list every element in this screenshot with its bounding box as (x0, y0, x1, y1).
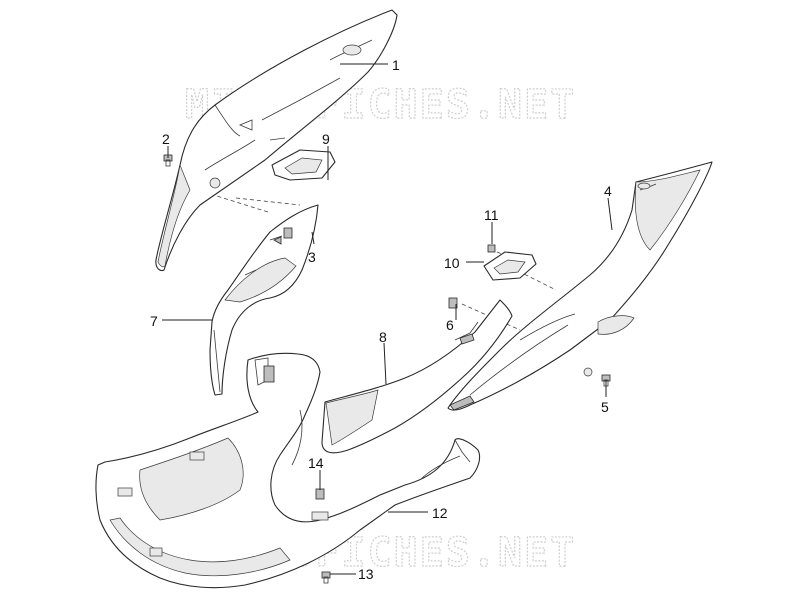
callout-4: 4 (604, 183, 612, 199)
callout-2: 2 (162, 131, 170, 147)
callout-labels: 1 2 3 4 5 6 7 8 9 10 11 12 13 14 (150, 57, 612, 582)
part-14-clip (315, 488, 325, 500)
part-13-screw (321, 571, 331, 584)
callout-10: 10 (444, 255, 460, 271)
part-6-clip (448, 297, 458, 309)
callout-12: 12 (432, 505, 448, 521)
part-4-rear-side-cover (447, 161, 713, 411)
callout-6: 6 (446, 317, 454, 333)
leader-lines (162, 63, 613, 575)
callout-14: 14 (308, 455, 324, 471)
part-11-nut (487, 244, 496, 253)
part-8-rear-inner-panel (321, 299, 513, 454)
callout-7: 7 (150, 313, 158, 329)
callout-5: 5 (601, 399, 609, 415)
callout-9: 9 (322, 131, 330, 147)
part-9-bracket (271, 149, 336, 181)
callout-3: 3 (308, 249, 316, 265)
part-1-front-side-cover (155, 9, 398, 272)
callout-8: 8 (379, 329, 387, 345)
part-10-bracket (483, 251, 537, 281)
part-3-clip (283, 227, 293, 239)
callout-1: 1 (392, 57, 400, 73)
part-7-inner-front-panel (209, 204, 319, 396)
callout-11: 11 (484, 207, 499, 223)
callout-13: 13 (358, 566, 374, 582)
part-12-lower-cover (95, 352, 481, 589)
